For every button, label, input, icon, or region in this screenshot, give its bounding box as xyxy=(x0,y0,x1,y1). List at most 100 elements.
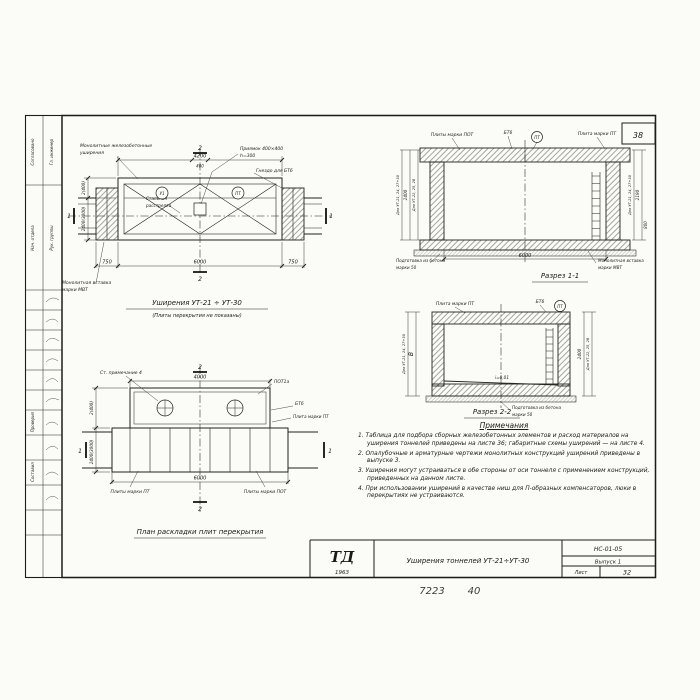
section-2-title: Разрез 2-2 xyxy=(473,408,512,416)
dim-marks-left-2: Для УТ-22, 25, 28 xyxy=(412,178,416,212)
section2-left-dims: В Для УТ-21, 24, 27÷30 xyxy=(402,311,420,397)
dim-400: 400 xyxy=(196,164,204,169)
label-insert-2: марки МВТ xyxy=(62,287,89,293)
plan-top-dimension: 4200 400 xyxy=(115,154,285,176)
top-slab xyxy=(431,311,571,325)
label-monolithic-widening-2: уширения xyxy=(79,151,104,156)
hand-number-2: 40 xyxy=(468,586,481,597)
manhole-left xyxy=(156,399,174,417)
right-wall xyxy=(557,323,571,387)
cut-1-left: 1 xyxy=(67,213,71,220)
marker-pt: ПТ xyxy=(557,304,563,309)
note-item: 3. Уширения могут устраиваться в обе сто… xyxy=(358,468,650,482)
label-pt-plate: Плита марки ПТ xyxy=(293,414,329,419)
label-note-ref: Ст. примечание 4 xyxy=(100,370,142,376)
dim-750-right: 750 xyxy=(288,260,298,266)
cut-2-top: 2 xyxy=(198,145,202,152)
notes-block: Примечания 1. Таблица для подбора сборны… xyxy=(358,421,650,503)
section2-right-dims: 2400 Для УТ-22, 25, 28 xyxy=(577,311,596,397)
plan2-top-dim: 4000 xyxy=(127,375,273,388)
dim-800: 800 xyxy=(643,221,648,229)
section-2-2: В Для УТ-21, 24, 27÷30 2400 Для УТ-22, 2… xyxy=(402,299,596,419)
dim-4200: 4200 xyxy=(194,154,207,160)
dim-6000: 6000 xyxy=(194,476,207,482)
page-number: 38 xyxy=(633,131,643,140)
label-pit: Приямок 400×400 xyxy=(240,146,283,152)
dim-marks-left: Для УТ-21, 24, 27÷30 xyxy=(402,333,406,375)
cut-1-right: 1 xyxy=(328,448,332,455)
stamp-label: Согласовано xyxy=(30,138,35,165)
label-monolithic-widening: Монолитные железобетонные xyxy=(80,143,152,149)
dim-2400-3000: 2400(3000) xyxy=(81,206,86,231)
stamp-label: Проверил xyxy=(30,411,35,432)
section-1-1: Для УТ-21, 24, 27÷30 2400 Для УТ-22, 25,… xyxy=(396,130,648,283)
dim-2-400: 2(400) xyxy=(81,181,86,195)
section2-callouts: Плита марки ПТ БТ6 ПТ i=0,01 Подготовка … xyxy=(436,299,566,417)
concrete-prep xyxy=(425,395,577,403)
marker-circle-pt xyxy=(554,300,566,312)
handwritten-numbers: 7223 40 xyxy=(419,586,480,597)
steel-struts xyxy=(123,183,277,235)
bottom-slab xyxy=(419,239,631,251)
plan-widening: 4200 400 750 6000 750 2(400) 2400(3000) … xyxy=(62,143,333,319)
page-number-box: 38 xyxy=(621,122,656,145)
label-prep-2: марки 50 xyxy=(512,412,533,417)
section1-left-dims: Для УТ-21, 24, 27÷30 2400 Для УТ-22, 25,… xyxy=(396,149,420,241)
sloped-floor xyxy=(443,380,559,386)
cut-1-left: 1 xyxy=(78,448,82,455)
label-pt-plate: Плита марки ПТ xyxy=(436,301,475,307)
tunnel-walls xyxy=(82,431,318,469)
label-pit-h: h=300 xyxy=(240,153,255,159)
stamp-column: Согласовано Гл. инженер Нач. отдела Рук.… xyxy=(25,115,62,578)
dim-marks-right-1: Для УТ-21, 24, 27÷30 xyxy=(628,174,632,216)
section1-span-dim: 6000 xyxy=(441,250,609,262)
label-insert: Монолитная вставка xyxy=(62,280,111,286)
notes-list: 1. Таблица для подбора сборных железобет… xyxy=(358,433,650,501)
marker-circle-pt xyxy=(531,131,543,143)
plan-bottom-title: План раскладки плит перекрытия xyxy=(137,528,264,536)
cut-marks-plan-top: 2 2 1 1 xyxy=(67,145,333,283)
hand-number-1: 7223 xyxy=(419,586,444,597)
label-prep: Подготовка из бетона xyxy=(512,405,561,410)
left-wall xyxy=(431,323,445,387)
drawing-title: Уширения тоннелей УТ-21÷УТ-30 xyxy=(407,557,530,565)
right-wall xyxy=(605,161,621,241)
label-insert-2: марки МВТ xyxy=(598,265,622,270)
logo-year: 1963 xyxy=(335,570,349,576)
note-item: 2. Опалубочные и арматурные чертежи моно… xyxy=(358,450,641,465)
dim-2400: 2400 xyxy=(403,189,408,200)
section1-right-dims: Для УТ-21, 24, 27÷30 2190 800 xyxy=(628,149,648,241)
dim-2-400: 2(400) xyxy=(89,401,94,415)
plan-top-callouts: Монолитные железобетонные уширения Приям… xyxy=(62,143,293,293)
label-prep-2: марки 50 xyxy=(396,265,417,270)
label-pt-plate: Плита марки ПТ xyxy=(578,131,617,137)
marker-u1: У1 xyxy=(160,191,165,196)
section-1-title: Разрез 1-1 xyxy=(541,272,579,280)
dim-2400-3000: 2400(3000) xyxy=(89,439,94,464)
label-prep: Подготовка из бетона xyxy=(396,258,445,263)
label-strut-2: расстрелка xyxy=(145,203,172,208)
label-plates-pot: Плиты марки ПОТ xyxy=(244,489,288,495)
cut-2-bottom: 2 xyxy=(198,506,202,513)
marker-pt: ПТ xyxy=(235,191,241,196)
cut-1-right: 1 xyxy=(329,213,333,220)
dim-var-B: В xyxy=(408,352,415,356)
label-socket: Гнездо для БТ6 xyxy=(256,168,293,174)
plan-slab-layout: 4000 6000 2(400) 2400(3000) 2 2 1 1 Ст. … xyxy=(78,364,332,539)
plan2-left-dim: 2(400) 2400(3000) xyxy=(89,385,128,475)
label-plates-pt: Плиты марки ПТ xyxy=(110,489,150,495)
label-bt6: БТ6 xyxy=(295,401,304,407)
sheet-word: Лист xyxy=(574,570,589,576)
stamp-label: Рук. группы xyxy=(49,225,54,250)
notes-header: Примечания xyxy=(479,421,529,430)
dim-2190: 2190 xyxy=(635,189,640,200)
note-item: 1. Таблица для подбора сборных железобет… xyxy=(358,433,645,447)
ladder xyxy=(591,172,601,240)
dim-marks-left-1: Для УТ-21, 24, 27÷30 xyxy=(396,174,400,216)
note-item: 4. При использовании уширений в качестве… xyxy=(358,485,637,500)
manhole-right xyxy=(226,399,244,417)
cut-2-top: 2 xyxy=(198,364,202,371)
label-strut: Стальная xyxy=(146,196,167,201)
dim-span-6000: 6000 xyxy=(519,253,532,259)
